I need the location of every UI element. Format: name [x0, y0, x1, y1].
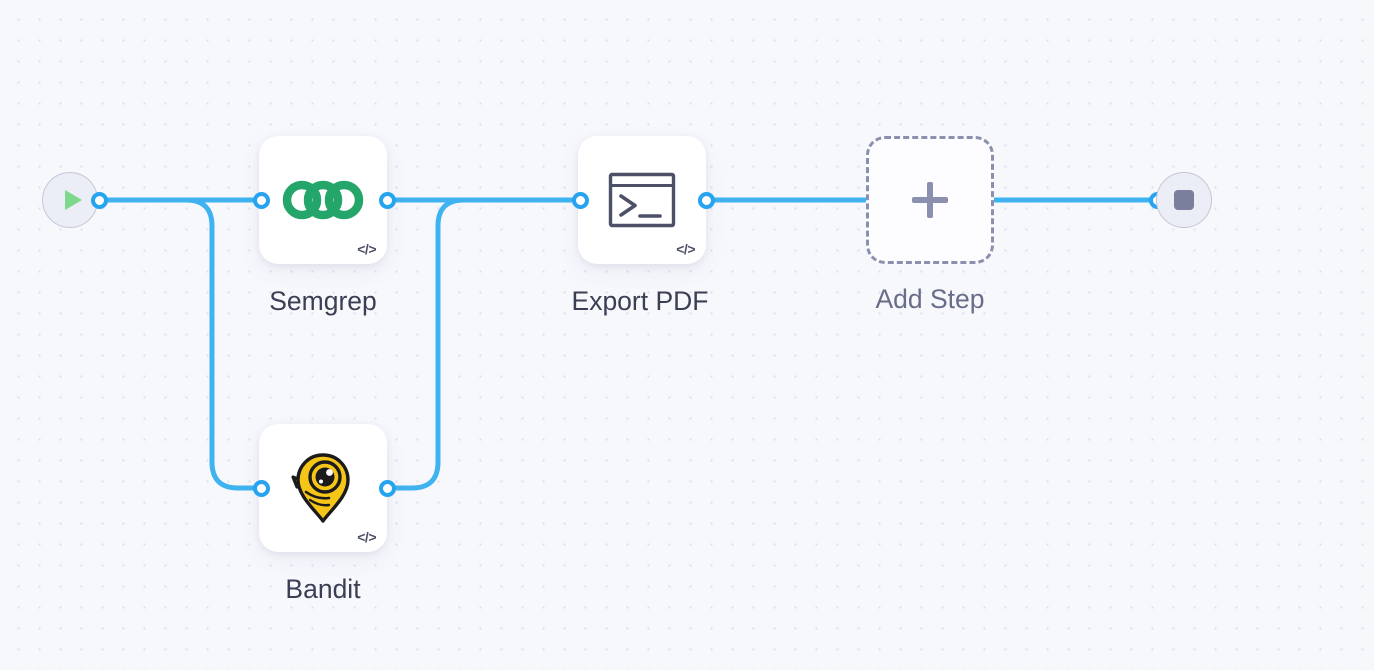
code-badge-icon: </> — [357, 241, 376, 257]
node-label-add-step: Add Step — [875, 284, 985, 314]
code-badge-icon: </> — [357, 529, 376, 545]
node-export-pdf[interactable]: </> — [578, 136, 706, 264]
node-bandit[interactable]: </> — [259, 424, 387, 552]
start-node[interactable] — [42, 172, 98, 228]
node-semgrep[interactable]: </> — [259, 136, 387, 264]
end-node[interactable] — [1156, 172, 1212, 228]
export-pdf-input-port[interactable] — [572, 192, 589, 209]
bandit-input-port[interactable] — [253, 480, 270, 497]
edge-bandit-to-export-pdf — [384, 197, 583, 491]
plus-icon — [910, 180, 950, 220]
terminal-icon — [608, 172, 676, 228]
semgrep-logo-icon — [282, 180, 364, 220]
edge-start-to-bandit — [96, 197, 264, 491]
bandit-output-port[interactable] — [379, 480, 396, 497]
bandit-logo-icon — [291, 453, 350, 523]
export-pdf-output-port[interactable] — [698, 192, 715, 209]
start-output-port[interactable] — [91, 192, 108, 209]
node-label-bandit: Bandit — [285, 574, 361, 604]
node-label-semgrep: Semgrep — [269, 286, 377, 316]
semgrep-input-port[interactable] — [253, 192, 270, 209]
stop-icon — [1174, 190, 1194, 210]
node-label-export-pdf: Export PDF — [571, 286, 709, 316]
play-icon — [64, 190, 82, 210]
code-badge-icon: </> — [676, 241, 695, 257]
semgrep-output-port[interactable] — [379, 192, 396, 209]
add-step-button[interactable] — [866, 136, 994, 264]
